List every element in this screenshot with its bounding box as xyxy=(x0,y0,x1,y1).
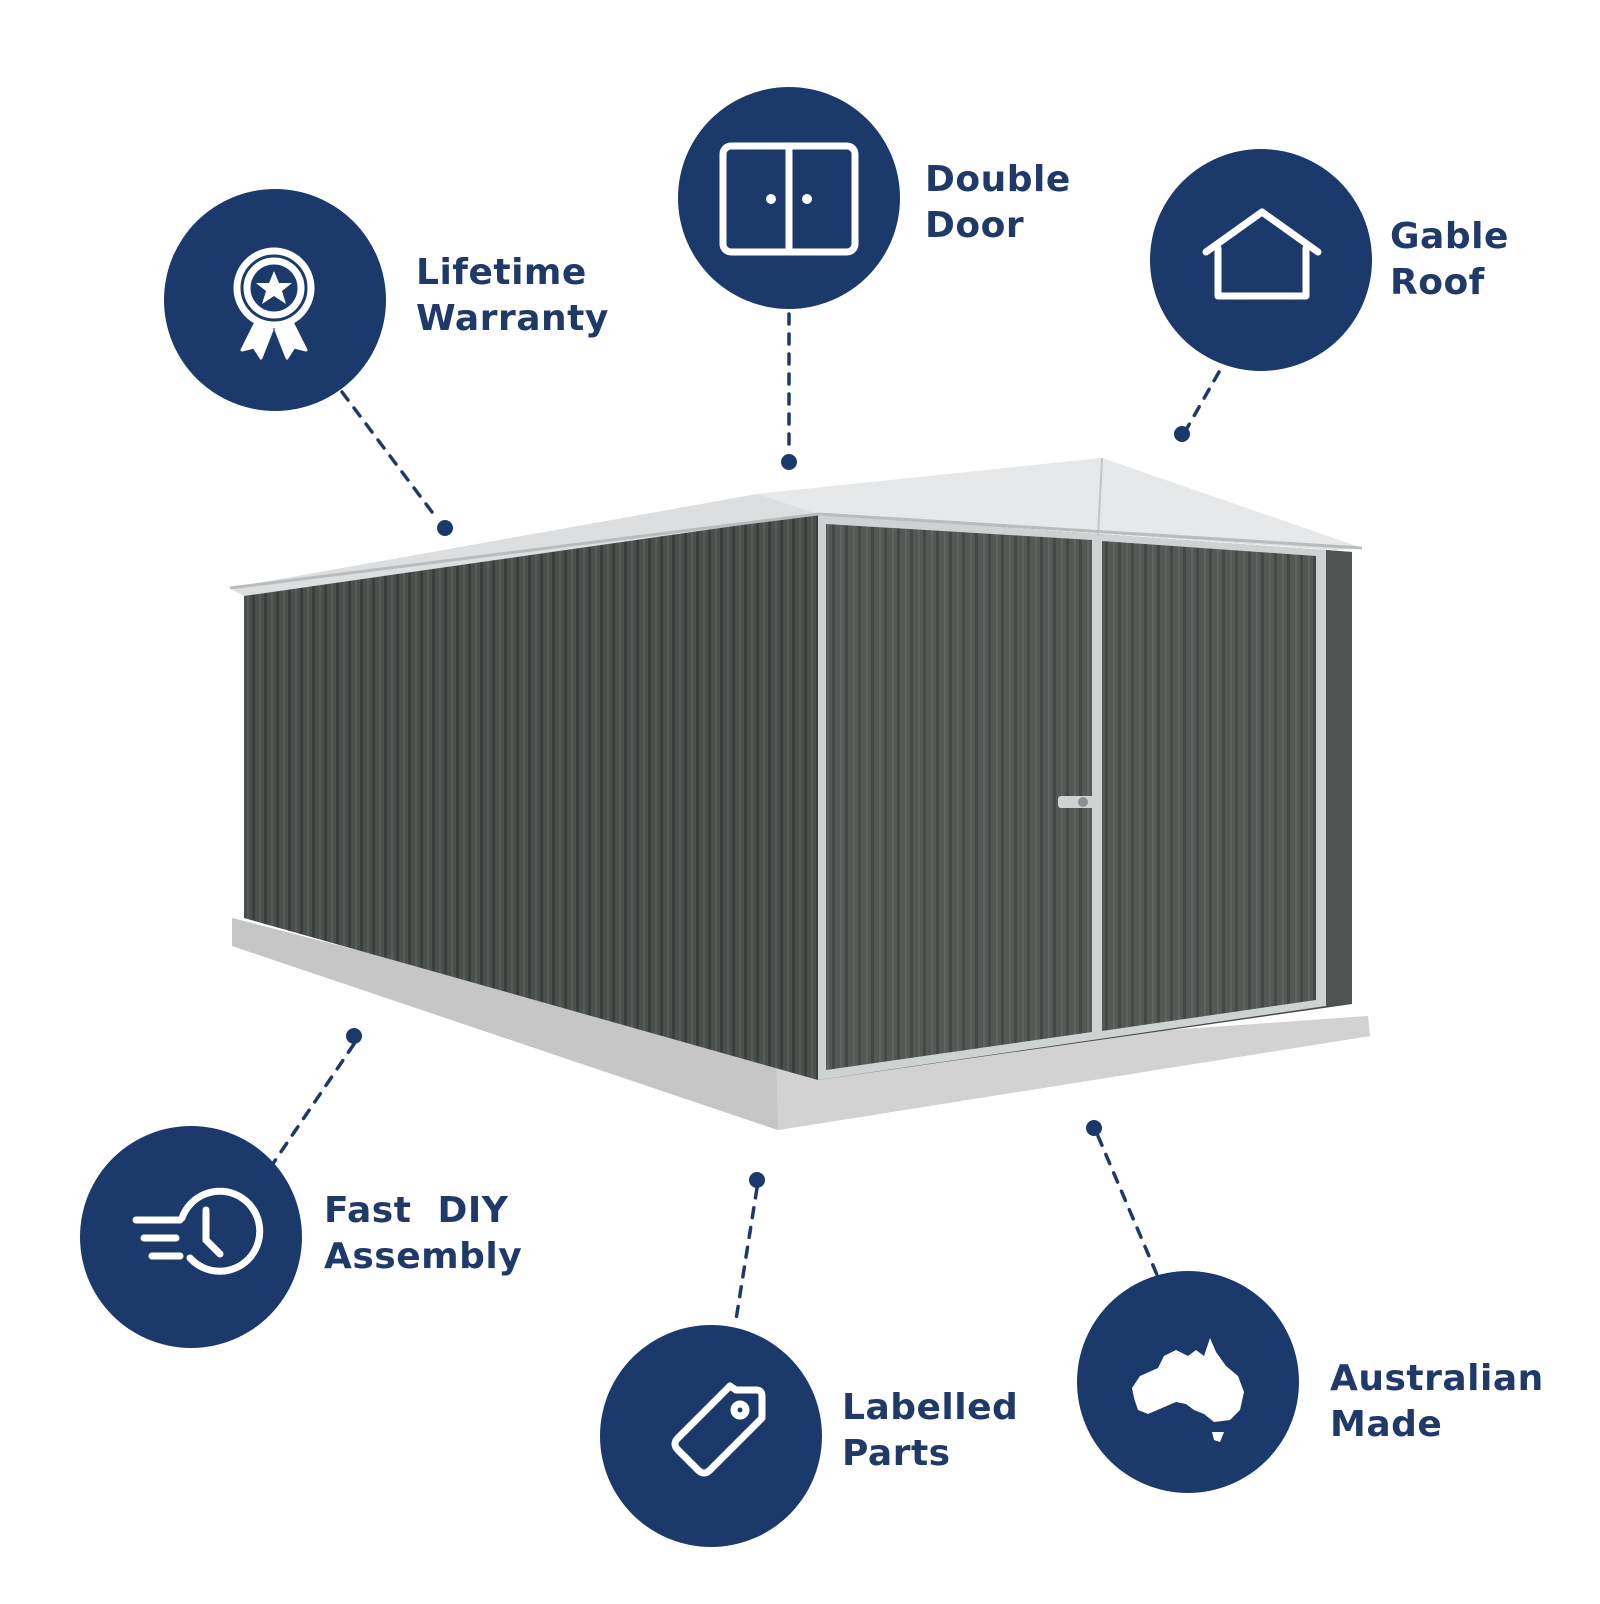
label-gable-roof: Gable Roof xyxy=(1390,214,1509,306)
badge-gable-roof xyxy=(1150,149,1372,371)
shed-side-wall xyxy=(244,514,818,1080)
australia-map-icon xyxy=(1132,1338,1244,1442)
label-fast-assembly-line2: Assembly xyxy=(324,1236,523,1277)
badge-double-door xyxy=(678,87,900,309)
connector-fast-assembly xyxy=(268,1042,356,1170)
label-labelled-parts-line2: Parts xyxy=(842,1433,951,1474)
shed-left-door xyxy=(826,524,1092,1070)
connector-lines xyxy=(268,312,1221,1328)
connector-lifetime-warranty xyxy=(340,390,440,522)
label-lifetime-warranty-line1: Lifetime xyxy=(416,252,587,293)
label-gable-roof-line2: Roof xyxy=(1390,262,1485,303)
price-tag-icon xyxy=(671,1382,766,1477)
label-lifetime-warranty-line2: Warranty xyxy=(416,298,609,339)
fast-clock-icon xyxy=(132,1187,264,1275)
label-double-door: Double Door xyxy=(925,157,1071,249)
label-australian-made-line2: Made xyxy=(1330,1404,1443,1445)
connector-dots xyxy=(346,426,1190,1188)
shed-right-door xyxy=(1102,541,1316,1031)
connector-labelled-parts xyxy=(733,1186,759,1328)
label-fast-assembly-line1: Fast DIY xyxy=(324,1190,509,1231)
ribbon-badge-icon xyxy=(233,247,315,360)
label-australian-made-line1: Australian xyxy=(1330,1358,1544,1399)
connector-gable-roof xyxy=(1184,370,1221,432)
label-labelled-parts-line1: Labelled xyxy=(842,1387,1019,1428)
house-gable-icon xyxy=(1202,208,1322,300)
label-gable-roof-line1: Gable xyxy=(1390,216,1509,257)
badge-fast-assembly xyxy=(80,1126,302,1348)
label-double-door-line1: Double xyxy=(925,159,1071,200)
label-fast-assembly: Fast DIY Assembly xyxy=(324,1188,522,1280)
badge-lifetime-warranty xyxy=(164,189,386,411)
door-handle xyxy=(1058,796,1100,808)
garden-shed-image xyxy=(229,457,1370,1130)
connector-australian-made xyxy=(1096,1134,1168,1298)
label-australian-made: Australian Made xyxy=(1330,1356,1544,1448)
label-lifetime-warranty: Lifetime Warranty xyxy=(416,250,609,342)
badge-australian-made xyxy=(1077,1271,1299,1493)
label-labelled-parts: Labelled Parts xyxy=(842,1385,1018,1477)
double-door-icon xyxy=(719,142,859,256)
label-double-door-line2: Door xyxy=(925,205,1025,246)
badge-labelled-parts xyxy=(600,1325,822,1547)
